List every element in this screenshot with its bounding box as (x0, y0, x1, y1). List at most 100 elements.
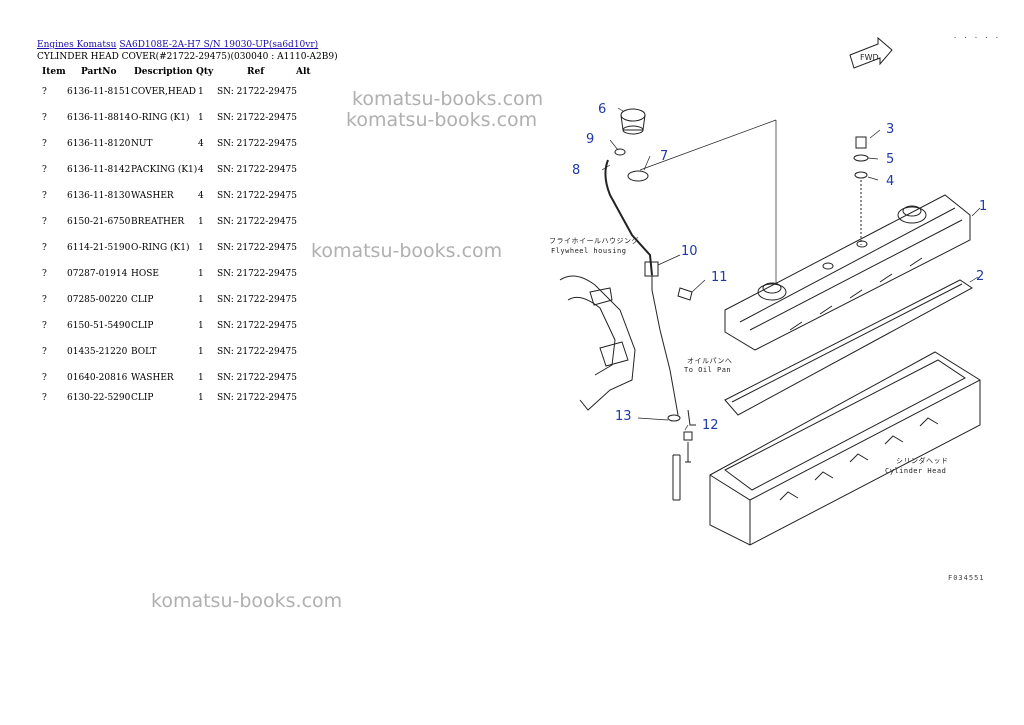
cylinder-head-label-jp: シリンダヘッド (896, 457, 949, 465)
ref-cell: SN: 21722-29475 (217, 87, 297, 97)
qty-cell: 1 (198, 295, 204, 305)
description-cell: BOLT (131, 347, 157, 357)
col-header-alt: Alt (296, 67, 311, 77)
qty-cell: 1 (198, 87, 204, 97)
ref-cell: SN: 21722-29475 (217, 269, 297, 279)
bolt (677, 287, 693, 301)
description-cell: O-RING (K1) (131, 113, 190, 123)
partno-cell: 07285-00220 (67, 295, 128, 305)
qty-cell: 1 (198, 269, 204, 279)
description-cell: O-RING (K1) (131, 243, 190, 253)
qty-cell: 1 (198, 347, 204, 357)
description-cell: HOSE (131, 269, 159, 279)
qty-cell: 1 (198, 113, 204, 123)
item-cell: ? (42, 139, 47, 149)
callout-9: 9 (586, 132, 595, 147)
partno-cell: 01640-20816 (67, 373, 128, 383)
fwd-label: FWD (860, 53, 879, 62)
qty-cell: 1 (198, 373, 204, 383)
partno-cell: 6150-51-5490 (67, 321, 131, 331)
partno-cell: 6114-21-5190 (67, 243, 131, 253)
partno-cell: 07287-01914 (67, 269, 128, 279)
cylinder-head (709, 351, 981, 546)
qty-cell: 4 (198, 191, 204, 201)
partno-cell: 6150-21-6750 (67, 217, 131, 227)
partno-cell: 6136-11-8142 (67, 165, 131, 175)
callout-10: 10 (681, 244, 698, 259)
clip (644, 261, 659, 277)
ref-cell: SN: 21722-29475 (217, 295, 297, 305)
gasket (724, 279, 973, 416)
item-cell: ? (42, 393, 47, 403)
item-cell: ? (42, 321, 47, 331)
callout-11: 11 (711, 270, 728, 285)
item-cell: ? (42, 269, 47, 279)
qty-cell: 1 (198, 321, 204, 331)
corner-dots: · · · · · (953, 34, 1000, 42)
page-title: CYLINDER HEAD COVER(#21722-29475)(030040… (37, 52, 338, 62)
description-cell: CLIP (131, 321, 154, 331)
cylinder-head-cover (724, 194, 971, 351)
ref-cell: SN: 21722-29475 (217, 113, 297, 123)
breadcrumb-link-model[interactable]: SA6D108E-2A-H7 S/N 19030-UP(sa6d10vr) (119, 40, 319, 50)
callout-6: 6 (598, 102, 607, 117)
breather-cap (620, 108, 646, 135)
cylinder-head-label-en: Cylinder Head (885, 467, 947, 475)
ref-cell: SN: 21722-29475 (217, 373, 297, 383)
partno-cell: 01435-21220 (67, 347, 128, 357)
ref-cell: SN: 21722-29475 (217, 393, 297, 403)
callout-5: 5 (886, 152, 895, 167)
flywheel-housing-label-en: Flywheel housing (551, 247, 627, 255)
ref-cell: SN: 21722-29475 (217, 321, 297, 331)
ref-cell: SN: 21722-29475 (217, 217, 297, 227)
page-code: F034551 (948, 574, 985, 582)
flywheel-housing (559, 275, 636, 411)
callout-8: 8 (572, 163, 581, 178)
col-header-description: Description (134, 67, 193, 77)
lower-bolt-clip (667, 409, 696, 501)
item-cell: ? (42, 87, 47, 97)
fwd-arrow-icon: FWD (849, 36, 893, 69)
col-header-item: Item (42, 67, 66, 77)
callout-1: 1 (979, 199, 988, 214)
oil-pan-label-en: To Oil Pan (684, 366, 732, 374)
hose (604, 159, 653, 276)
ref-cell: SN: 21722-29475 (217, 243, 297, 253)
ref-cell: SN: 21722-29475 (217, 191, 297, 201)
clip (614, 148, 626, 156)
watermark: komatsu-books.com (346, 109, 538, 131)
leader-lines (601, 107, 981, 431)
item-cell: ? (42, 373, 47, 383)
col-header-qty: Qty (196, 67, 214, 77)
partno-cell: 6130-22-5290 (67, 393, 131, 403)
breadcrumb: Engines Komatsu SA6D108E-2A-H7 S/N 19030… (37, 40, 318, 51)
watermark: komatsu-books.com (151, 590, 343, 612)
qty-cell: 1 (198, 243, 204, 253)
ref-cell: SN: 21722-29475 (217, 165, 297, 175)
qty-cell: 1 (198, 393, 204, 403)
description-cell: CLIP (131, 393, 154, 403)
callout-2: 2 (976, 269, 985, 284)
watermark: komatsu-books.com (352, 88, 544, 110)
ref-cell: SN: 21722-29475 (217, 347, 297, 357)
description-cell: WASHER (131, 191, 174, 201)
partno-cell: 6136-11-8151 (67, 87, 131, 97)
oil-pan-label-jp: オイルパンへ (687, 357, 733, 365)
callout-13: 13 (615, 409, 632, 424)
qty-cell: 1 (198, 217, 204, 227)
description-cell: COVER,HEAD (131, 87, 196, 97)
description-cell: CLIP (131, 295, 154, 305)
item-cell: ? (42, 295, 47, 305)
item-cell: ? (42, 165, 47, 175)
callout-4: 4 (886, 174, 895, 189)
o-ring (627, 170, 649, 182)
col-header-ref: Ref (247, 67, 265, 77)
breadcrumb-link-engines[interactable]: Engines Komatsu (37, 40, 117, 50)
item-cell: ? (42, 347, 47, 357)
description-cell: BREATHER (131, 217, 185, 227)
nut-packing-washer-stack (853, 136, 869, 245)
callout-7: 7 (660, 149, 669, 164)
item-cell: ? (42, 243, 47, 253)
callout-3: 3 (886, 122, 895, 137)
item-cell: ? (42, 217, 47, 227)
